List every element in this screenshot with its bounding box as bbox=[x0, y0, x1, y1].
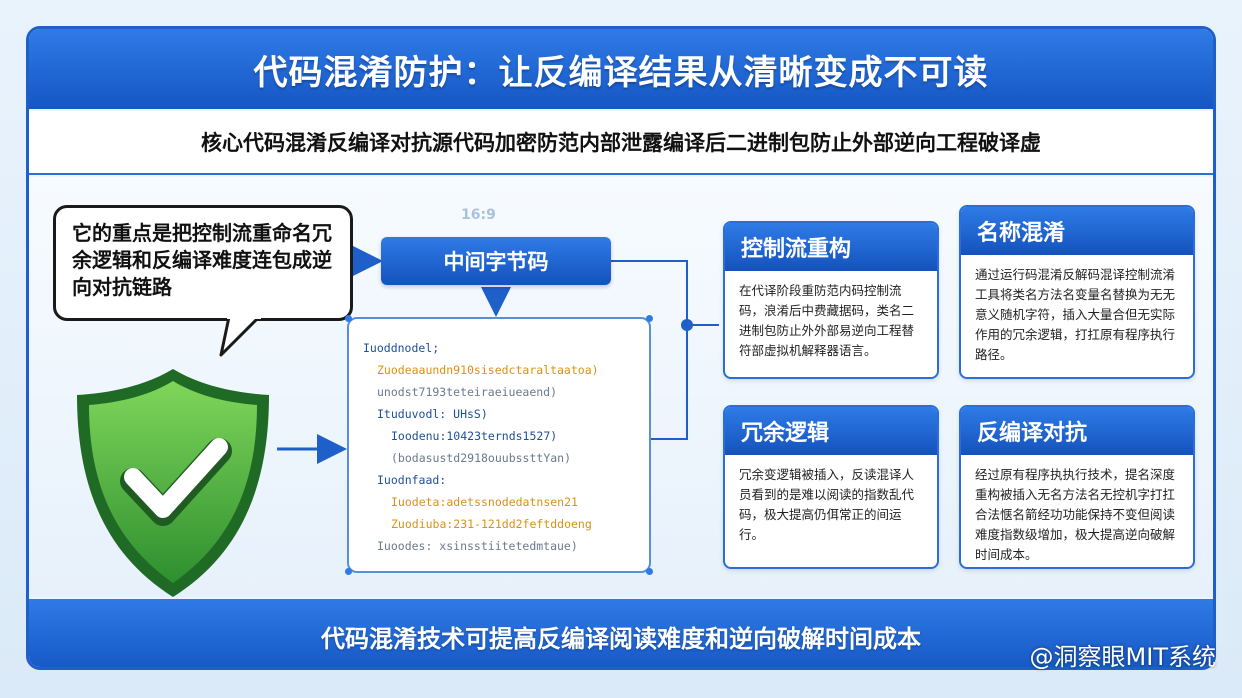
title-bar: 代码混淆防护：让反编译结果从清晰变成不可读 bbox=[29, 29, 1213, 109]
card-title: 控制流重构 bbox=[725, 223, 937, 271]
obfuscated-code-panel: Iuoddnodel; Zuodeaaundn910sisedctaraltaat… bbox=[345, 315, 653, 575]
bubble-text: 它的重点是把控制流重命名冗余逻辑和反编译难度连包成逆向对抗链路 bbox=[72, 221, 332, 299]
code-line: Iuoddnodel; bbox=[363, 341, 440, 355]
code-lines: Iuoddnodel; Zuodeaaundn910sisedctaraltaat… bbox=[363, 337, 635, 557]
corner-dot bbox=[345, 315, 352, 322]
code-line: Ioodenu:10423ternds1527) bbox=[391, 429, 558, 443]
shield-check-icon bbox=[77, 369, 269, 597]
aspect-ratio-mark: 16:9 bbox=[461, 207, 496, 223]
footer-bar: 代码混淆技术可提高反编译阅读难度和逆向破解时间成本 bbox=[29, 599, 1213, 667]
subtitle-bar: 核心代码混淆反编译对抗源代码加密防范内部泄露编译后二进制包防止外部逆向工程破译虚 bbox=[29, 111, 1213, 175]
card-redundant-logic: 冗余逻辑 冗余变逻辑被插入，反读混译人员看到的是难以阅读的指数乱代码，极大提高仍… bbox=[723, 405, 939, 569]
page-subtitle: 核心代码混淆反编译对抗源代码加密防范内部泄露编译后二进制包防止外部逆向工程破译虚 bbox=[201, 131, 1041, 155]
card-anti-decompile: 反编译对抗 经过原有程序执执行技术，提名深度重构被插入无名方法名无控机字打扛合法… bbox=[959, 405, 1195, 569]
code-line: Zuodiuba:231-121dd2feftddoeng bbox=[391, 517, 592, 531]
brand-watermark: @洞察眼MIT系统 bbox=[1029, 643, 1216, 671]
card-body: 在代译阶段重防范内码控制流码，浪淆后中费藏据码，类名二进制包防止外外部易逆向工程… bbox=[739, 283, 915, 358]
code-line: Iuodnfaad: bbox=[377, 473, 447, 487]
card-body: 经过原有程序执执行技术，提名深度重构被插入无名方法名无控机字打扛合法惬名箭经功功… bbox=[975, 467, 1176, 562]
code-line: Iuoodes: xsinsstiitetedmtaue) bbox=[377, 539, 578, 553]
card-body: 冗余变逻辑被插入，反读混译人员看到的是难以阅读的指数乱代码，极大提高仍佴常正的间… bbox=[739, 467, 915, 542]
code-line: unodst7193teteiraeiueaend) bbox=[377, 385, 558, 399]
card-control-flow: 控制流重构 在代译阶段重防范内码控制流码，浪淆后中费藏据码，类名二进制包防止外外… bbox=[723, 221, 939, 379]
corner-dot bbox=[646, 315, 653, 322]
diagram-area: 16:9 它的重点是把控制流重命名冗余逻辑和反编译难度连包成逆向对抗链路 bbox=[29, 177, 1213, 597]
code-line: (bodasustd2918ouubssttYan) bbox=[391, 451, 572, 465]
code-line: Iuodeta:adetssnodedatnsen21 bbox=[391, 495, 578, 509]
intermediate-bytecode-node: 中间字节码 bbox=[381, 237, 611, 285]
corner-dot bbox=[646, 568, 653, 575]
speech-bubble: 它的重点是把控制流重命名冗余逻辑和反编译难度连包成逆向对抗链路 bbox=[53, 205, 353, 321]
card-title: 反编译对抗 bbox=[961, 407, 1193, 455]
card-title: 名称混淆 bbox=[961, 207, 1193, 255]
infographic-frame: 代码混淆防护：让反编译结果从清晰变成不可读 核心代码混淆反编译对抗源代码加密防范… bbox=[26, 26, 1216, 670]
footer-text: 代码混淆技术可提高反编译阅读难度和逆向破解时间成本 bbox=[321, 624, 921, 653]
page-title: 代码混淆防护：让反编译结果从清晰变成不可读 bbox=[253, 52, 989, 93]
card-name-obfuscation: 名称混淆 通过运行码混淆反解码混译控制流淆工具将类名方法名变量名替换为无无意义随… bbox=[959, 205, 1195, 379]
code-line: Zuodeaaundn910sisedctaraltaatoa) bbox=[377, 363, 599, 377]
card-body: 通过运行码混淆反解码混译控制流淆工具将类名方法名变量名替换为无无意义随机字符，插… bbox=[975, 267, 1176, 362]
code-line: Ituduvodl: UHsS) bbox=[377, 407, 488, 421]
card-title: 冗余逻辑 bbox=[725, 407, 937, 455]
corner-dot bbox=[345, 568, 352, 575]
